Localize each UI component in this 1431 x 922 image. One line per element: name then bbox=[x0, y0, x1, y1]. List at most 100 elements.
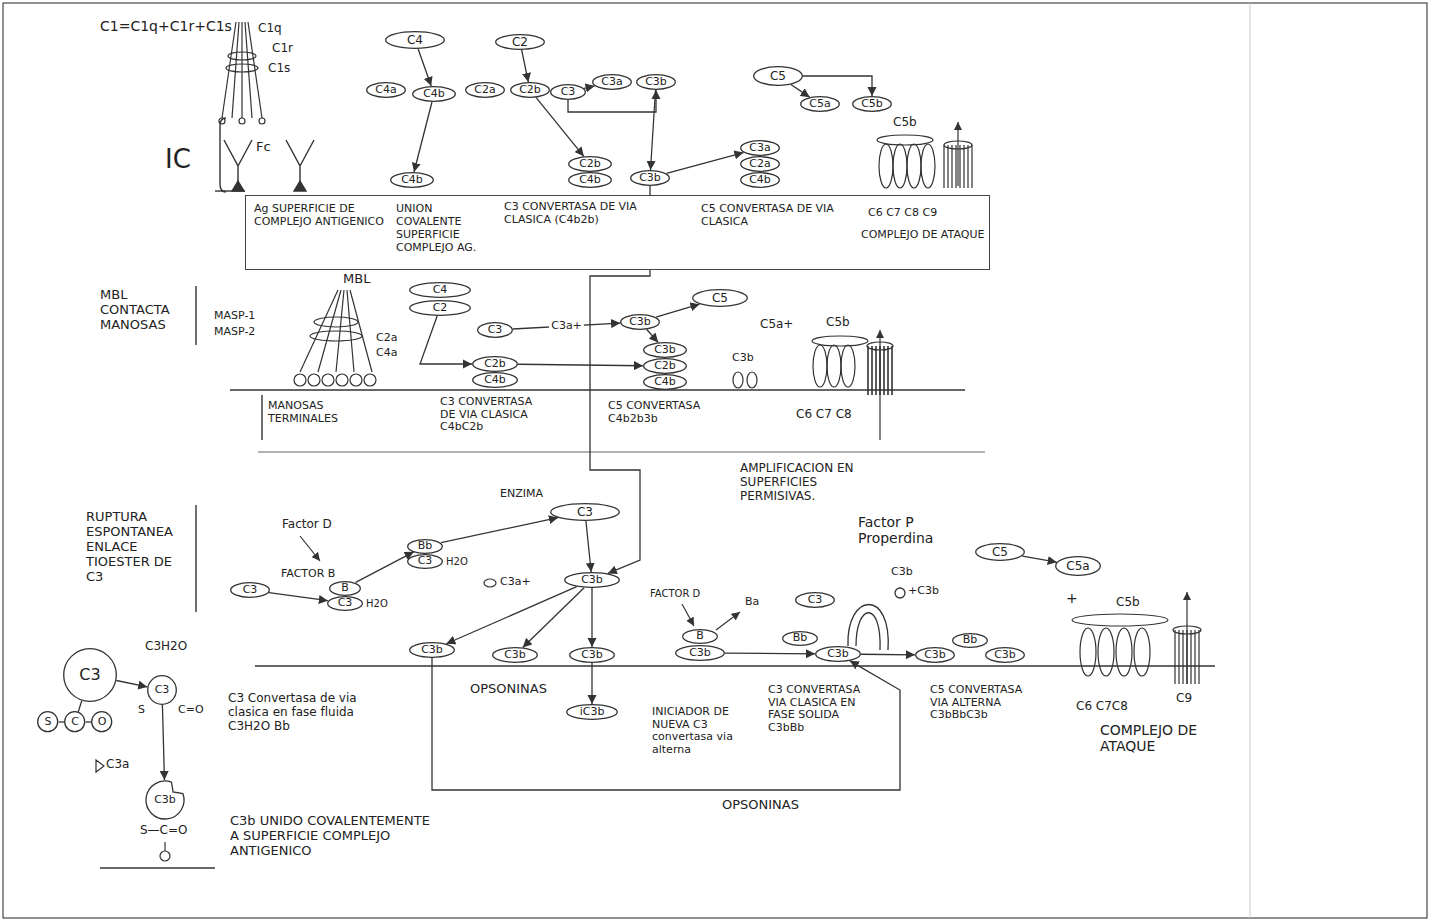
reaction-arrow bbox=[523, 588, 584, 648]
annotation-label: C3a bbox=[106, 758, 129, 772]
protein-name: C3b bbox=[689, 647, 711, 659]
annotation-label: C3 CONVERTASA DE VIA CLASICA C4bC2b bbox=[440, 396, 545, 434]
protein-oval: C2a bbox=[740, 156, 780, 172]
reaction-arrow bbox=[591, 663, 592, 704]
reaction-arrow bbox=[536, 98, 584, 157]
node-outline bbox=[1056, 557, 1101, 576]
caption-text: C5 CONVERTASA DE VIA CLASICA bbox=[701, 202, 841, 228]
protein-name: C5 bbox=[712, 292, 728, 304]
annotation-label: ENZIMA bbox=[500, 488, 543, 501]
annotation-label: C1=C1q+C1r+C1s bbox=[100, 18, 232, 34]
cleaved-molecule: C3b bbox=[145, 780, 185, 820]
properdin-symbol bbox=[848, 605, 888, 651]
annotation-label: C3b bbox=[732, 352, 754, 365]
protein-name: C2 bbox=[433, 302, 448, 314]
protein-name: C3b bbox=[154, 794, 176, 806]
node-outline bbox=[796, 593, 835, 608]
bracket bbox=[220, 118, 226, 192]
c1-complex bbox=[228, 52, 256, 60]
annotation-label: C4a bbox=[376, 347, 397, 360]
antibody bbox=[215, 140, 314, 191]
annotation-label: RUPTURA ESPONTANEA ENLACE TIOESTER DE C3 bbox=[86, 510, 188, 585]
node-outline bbox=[953, 633, 988, 647]
protein-name: C3a bbox=[601, 76, 622, 88]
caption-text: C6 C7 C8 C9 bbox=[868, 206, 983, 219]
c1-complex bbox=[259, 118, 265, 124]
attack-complex bbox=[879, 144, 893, 188]
mbl-complex bbox=[314, 317, 358, 327]
node-outline bbox=[408, 554, 443, 568]
attack-complex bbox=[1116, 628, 1132, 676]
annotation-label: C5a+ bbox=[760, 318, 793, 332]
annotation-label: C3 Convertasa de via clasica en fase flu… bbox=[228, 692, 358, 733]
mbl-complex bbox=[308, 374, 320, 386]
annotation-label: + bbox=[1066, 590, 1078, 606]
protein-oval: C4b bbox=[643, 374, 687, 390]
protein-name: C2a bbox=[749, 158, 770, 170]
annotation-label: COMPLEJO DE ATAQUE bbox=[1100, 722, 1210, 754]
mbl-complex bbox=[364, 374, 376, 386]
protein-name: C3 bbox=[418, 555, 433, 567]
protein-oval: C3 bbox=[407, 554, 443, 569]
node-outline bbox=[741, 157, 780, 172]
annotation-label: C1r bbox=[272, 42, 293, 56]
annotation-label: IC bbox=[165, 145, 191, 175]
reaction-arrow bbox=[1022, 556, 1056, 562]
c1-complex bbox=[245, 22, 252, 118]
c1-complex bbox=[241, 22, 242, 118]
attack-complex bbox=[877, 122, 972, 188]
leader-arrow bbox=[300, 536, 740, 630]
c1-complex bbox=[219, 22, 265, 124]
reaction-arrow bbox=[356, 552, 414, 583]
protein-oval: C4b bbox=[390, 172, 434, 188]
attack-complex bbox=[812, 330, 893, 440]
protein-name: C5 bbox=[992, 546, 1008, 558]
protein-oval: C4b bbox=[472, 372, 518, 388]
antibody bbox=[215, 190, 245, 191]
node-outline bbox=[328, 596, 363, 610]
node-outline bbox=[593, 75, 632, 90]
node-outline bbox=[693, 290, 748, 307]
mbl-complex bbox=[350, 374, 362, 386]
reaction-arrow bbox=[651, 90, 656, 170]
protein-name: C3b bbox=[581, 574, 603, 586]
protein-name: C4b bbox=[579, 174, 601, 186]
page-frame bbox=[1250, 3, 1251, 918]
protein-name: S bbox=[45, 716, 52, 728]
node-outline bbox=[644, 343, 687, 358]
node-outline bbox=[631, 171, 670, 186]
attack-complex bbox=[841, 345, 855, 387]
annotation-label: C=O bbox=[178, 704, 204, 717]
caption-text: C3 CONVERTASA DE VIA CLASICA (C4b2b) bbox=[504, 200, 639, 226]
reaction-arrow bbox=[522, 50, 529, 82]
node-outline bbox=[551, 504, 620, 521]
protein-oval: C4 bbox=[409, 282, 471, 298]
annotation-label: C3b bbox=[891, 566, 913, 579]
molecule-circle: C3 bbox=[147, 675, 177, 705]
protein-oval: C4a bbox=[366, 82, 406, 98]
annotation-label: FACTOR D bbox=[650, 588, 700, 600]
protein-oval: C3b bbox=[630, 170, 670, 186]
reaction-arrow bbox=[116, 681, 147, 687]
protein-name: C3b bbox=[994, 649, 1016, 661]
protein-name: Bb bbox=[963, 634, 978, 646]
protein-name: C3b bbox=[504, 649, 526, 661]
reaction-arrow bbox=[420, 316, 472, 364]
node-outline bbox=[473, 357, 518, 372]
thioester-symbol bbox=[160, 851, 170, 861]
node-outline bbox=[38, 712, 58, 732]
protein-oval: C2 bbox=[495, 34, 545, 50]
node-outline bbox=[644, 375, 687, 390]
protein-oval: C2b bbox=[510, 82, 550, 98]
protein-name: B bbox=[696, 630, 704, 642]
bracket bbox=[196, 118, 985, 612]
protein-name: C4 bbox=[407, 34, 423, 46]
node-outline bbox=[570, 648, 615, 663]
annotation-label: MASP-1 bbox=[214, 310, 255, 323]
node-outline bbox=[410, 301, 471, 316]
node-outline bbox=[493, 648, 538, 663]
node-outline bbox=[92, 712, 112, 732]
protein-name: C3b bbox=[639, 172, 661, 184]
